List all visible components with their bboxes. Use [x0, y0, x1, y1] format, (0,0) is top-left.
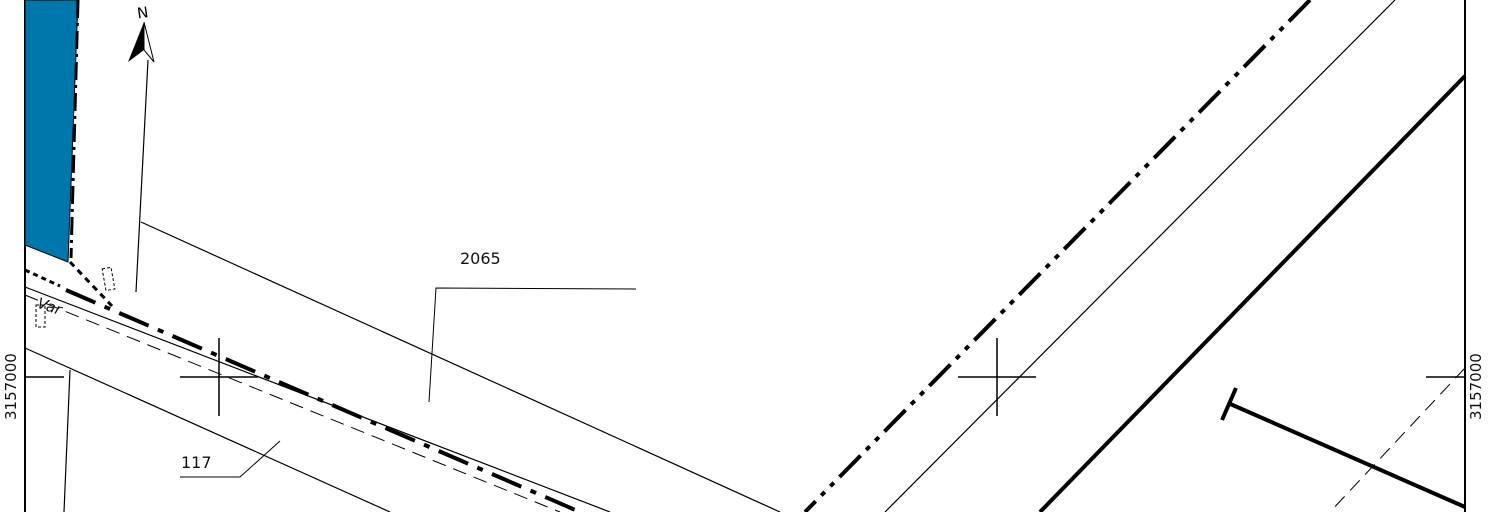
t-line-stem — [1227, 401, 1466, 509]
road-117-dashdot-centerline — [65, 288, 581, 512]
parcel-2065-boundary — [140, 221, 781, 512]
var-dashed-symbol — [35, 304, 46, 328]
road-117-dotted-start — [24, 268, 61, 288]
parcel-label-117: 117 — [181, 453, 212, 472]
boundary-dashdot-right — [803, 0, 1312, 512]
strip-line-right — [135, 59, 149, 293]
road-right-line-1 — [884, 0, 1396, 512]
road-right-thick-line — [1038, 74, 1467, 512]
t-line-cap — [1220, 387, 1238, 421]
leader-117 — [180, 440, 281, 478]
boundary-dashdot-vertical — [69, 0, 80, 259]
grid-cross-1 — [180, 338, 258, 416]
grid-cross-2 — [958, 338, 1036, 416]
dashed-line-right — [1329, 367, 1466, 512]
coordinate-label-left: 3157000 — [2, 353, 20, 420]
water-area — [24, 0, 79, 263]
north-arrow-icon: N — [128, 3, 155, 63]
var-dashed-symbol-2 — [101, 266, 116, 292]
strip-line-lower — [63, 369, 71, 512]
parcel-label-2065: 2065 — [460, 249, 501, 268]
road-117-dashed-line — [24, 294, 561, 512]
north-arrow-letter: N — [136, 3, 150, 22]
leader-2065 — [428, 287, 637, 403]
road-117-bottom-line — [24, 347, 391, 512]
coordinate-label-right: 3157000 — [1467, 353, 1485, 420]
